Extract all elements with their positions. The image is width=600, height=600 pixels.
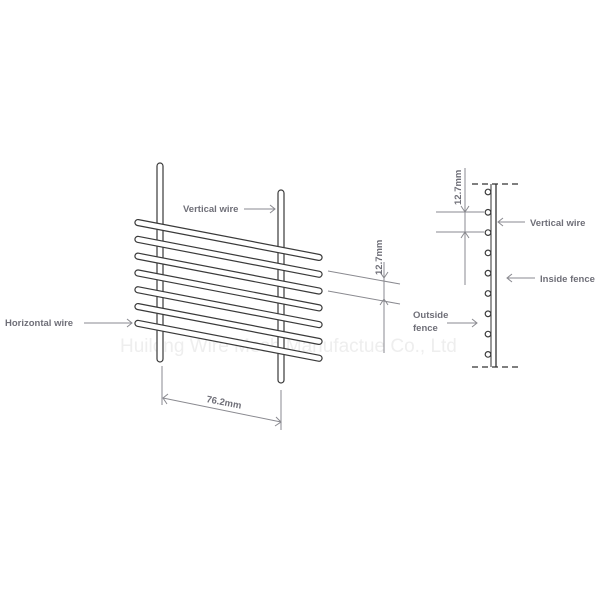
side-vertical-wire-label: Vertical wire [530,218,585,229]
vertical-wire-arrow [244,204,276,214]
side-spacing-dimension [436,168,484,285]
side-spacing-text: 12.7mm [453,170,464,205]
vertical-spacing-dimension [161,366,282,430]
wire-cross-section [484,269,492,277]
outside-fence-label-2: fence [413,323,438,334]
wire-cross-section [484,330,492,338]
wire-cross-section [484,188,492,196]
wire-spacing-text: 12.7mm [374,240,385,275]
outside-fence-arrow [447,318,478,328]
wire-cross-section [484,290,492,297]
inside-fence-arrow [506,273,535,283]
front-view: Vertical wire Horizontal wire 12.7mm 76.… [5,162,401,430]
wire-cross-section [484,310,492,318]
horizontal-wire [134,302,323,346]
horizontal-wire [134,218,323,262]
outside-fence-label-1: Outside [413,310,448,321]
side-view: 12.7mm Vertical wire Inside fence Outsid… [413,168,595,368]
vertical-wire-label: Vertical wire [183,204,238,215]
inside-fence-label: Inside fence [540,274,595,285]
horizontal-wire [134,286,323,329]
wire-cross-section [484,249,492,257]
wire-spacing-dimension [327,262,401,353]
horizontal-wire-label: Horizontal wire [5,318,73,329]
wire-cross-section [484,351,492,358]
horizontal-wire [134,252,323,295]
watermark: Huilong Wire Mesh Manufactue Co., Ltd [120,336,457,357]
horizontal-wire-arrow [84,318,133,328]
side-vertical-wire-arrow [497,217,525,227]
horizontal-wire [134,319,323,362]
vertical-spacing-text: 76.2mm [205,394,242,412]
wire-cross-section [484,208,492,216]
horizontal-wire [134,269,323,312]
wire-cross-section [484,229,492,237]
horizontal-wire [134,235,323,278]
